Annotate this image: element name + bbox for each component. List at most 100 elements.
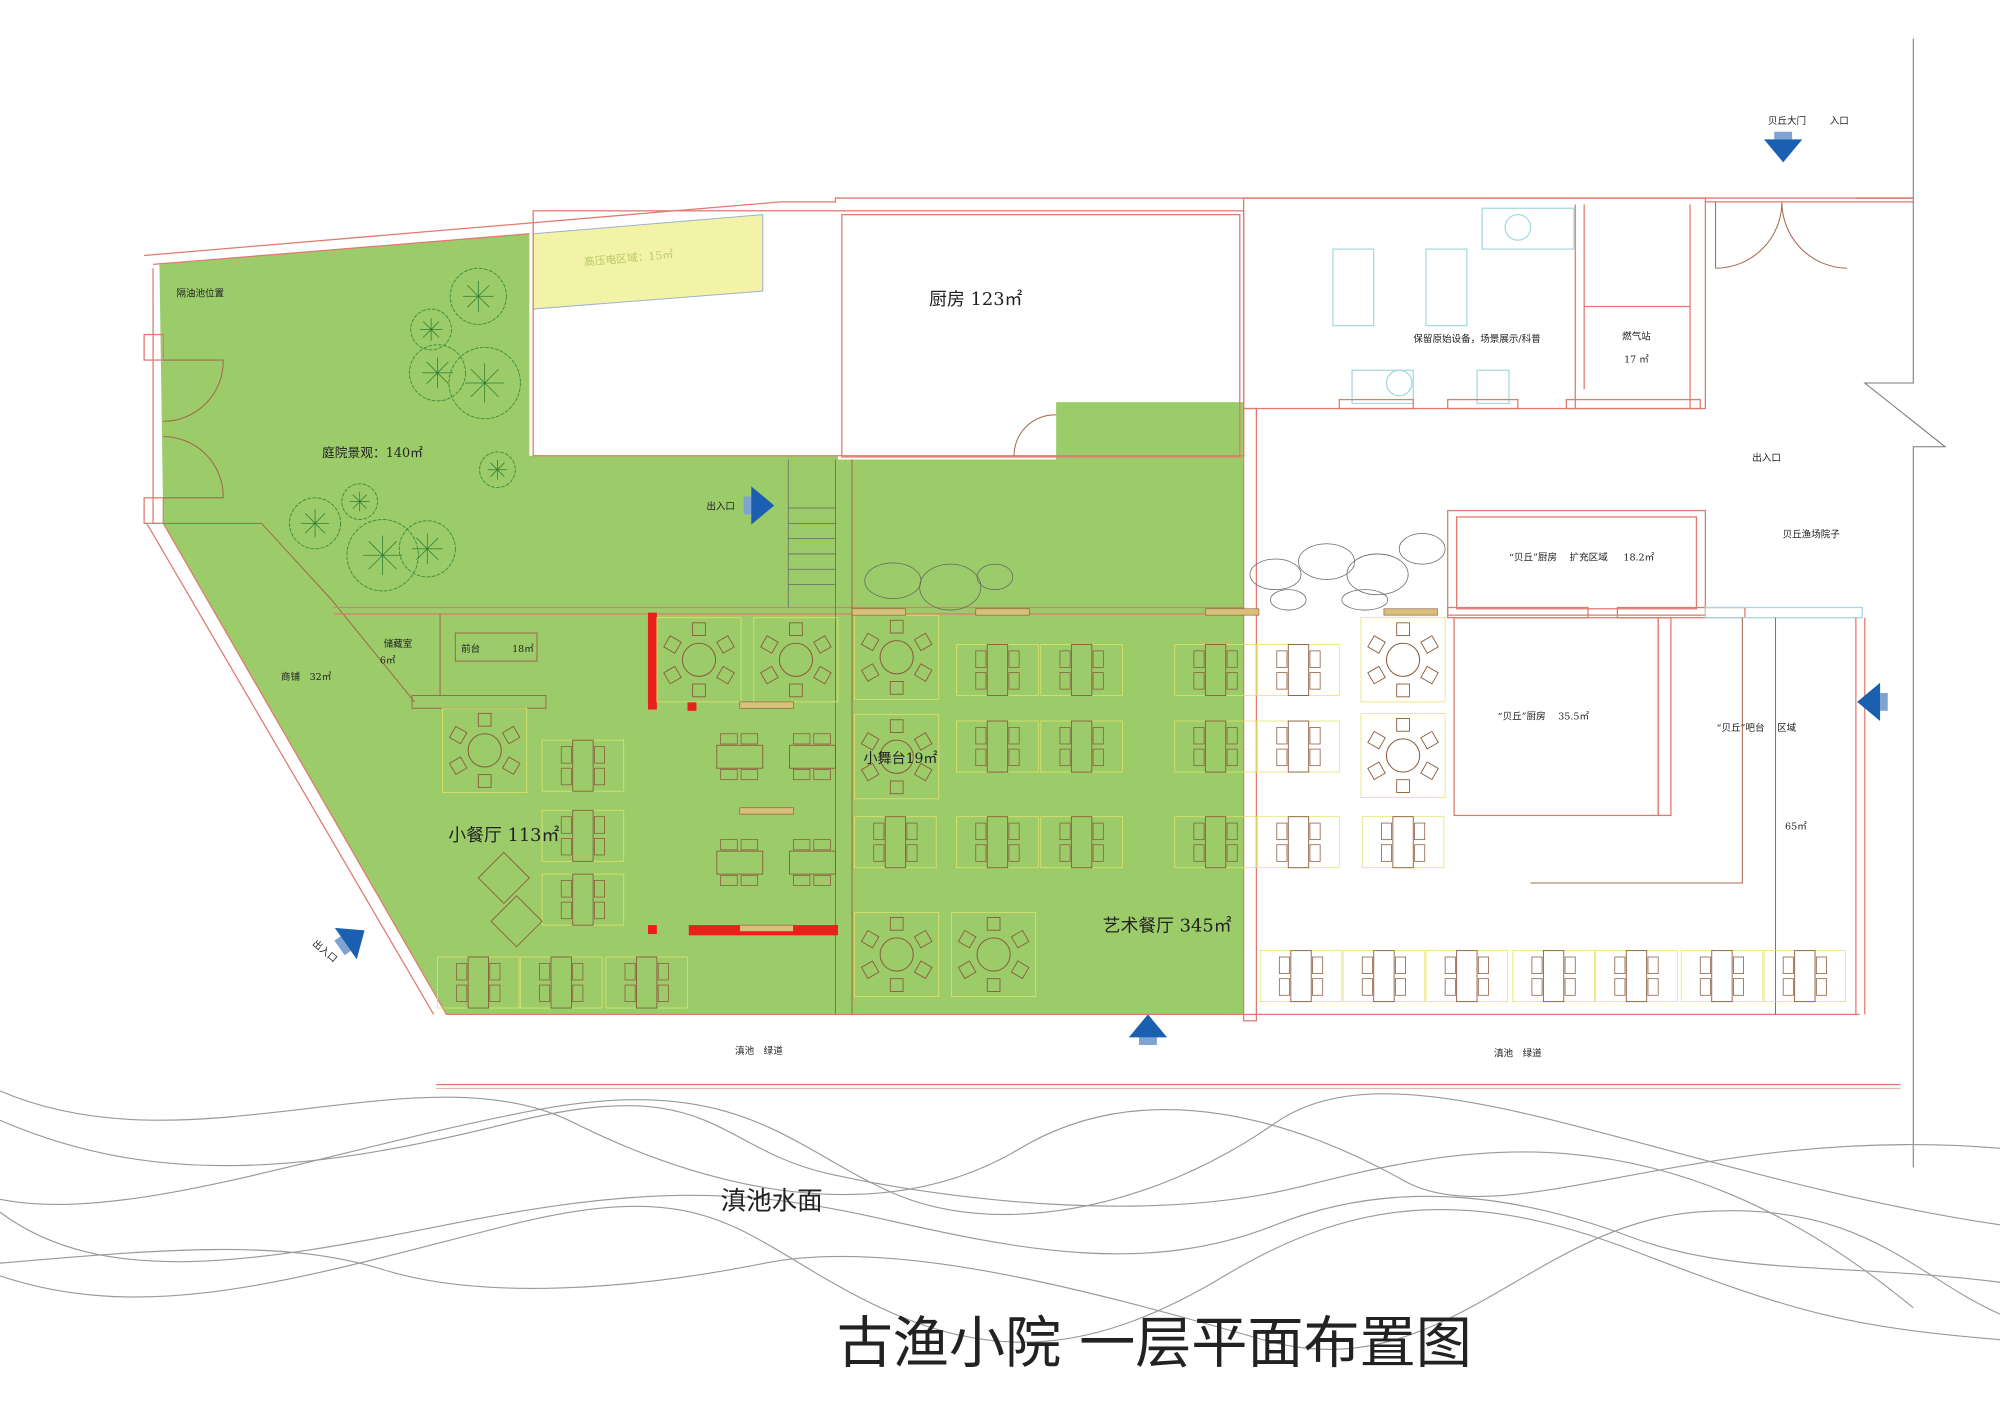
- dining-table: [541, 809, 625, 862]
- chair-icon: [1477, 978, 1489, 996]
- dining-table: [1174, 720, 1257, 773]
- chair-icon: [975, 844, 987, 862]
- chair-icon: [792, 874, 811, 886]
- table-zone: [1257, 816, 1340, 869]
- chair-icon: [813, 839, 831, 851]
- table-top: [1625, 950, 1648, 1003]
- chair-icon: [813, 635, 832, 654]
- table-zone: [1595, 950, 1678, 1003]
- chair-icon: [1010, 960, 1030, 980]
- chair-icon: [1309, 650, 1321, 668]
- tree-branch: [430, 321, 440, 330]
- table-zone: [1257, 644, 1340, 696]
- dining-table: [1257, 644, 1340, 696]
- chair-icon: [1361, 978, 1373, 996]
- table-zone: [1763, 950, 1847, 1003]
- table-top: [879, 739, 914, 774]
- table-top: [1204, 720, 1227, 773]
- chair-icon: [1276, 650, 1288, 668]
- tree-canopy: [449, 267, 507, 325]
- label-grease-trap: 隔油池位置: [176, 287, 224, 299]
- tree-branch: [352, 494, 360, 502]
- chair-icon: [1008, 822, 1020, 841]
- table-top: [1290, 950, 1312, 1003]
- dining-table: [1174, 644, 1257, 696]
- chair-icon: [560, 880, 572, 898]
- chair-icon: [1367, 665, 1386, 685]
- chair-icon: [1647, 956, 1659, 974]
- dining-table: [1425, 950, 1509, 1003]
- chair-icon: [1564, 978, 1576, 996]
- water-waves: [0, 1090, 2000, 1350]
- chair-icon: [501, 725, 521, 745]
- table-zone: [656, 617, 742, 703]
- table-top: [1204, 644, 1227, 696]
- table-top: [1711, 950, 1733, 1003]
- dining-table: [1174, 816, 1257, 869]
- table-zone: [442, 707, 528, 793]
- chair-icon: [1414, 822, 1426, 841]
- wave-line: [0, 1093, 2000, 1226]
- tree-branch: [490, 469, 498, 477]
- lawn-area: [159, 233, 1244, 1015]
- tree-icon: [449, 267, 507, 325]
- chair-icon: [975, 822, 987, 841]
- chair-icon: [1782, 978, 1794, 996]
- label-greenway-west: 滇池 绿道: [735, 1045, 783, 1057]
- tree-branch: [426, 361, 438, 374]
- chair-icon: [1226, 844, 1238, 862]
- chair-icon: [1312, 956, 1324, 974]
- chair-icon: [594, 816, 605, 834]
- tree-canopy: [410, 308, 452, 351]
- entrance-arrow-icon: [1128, 1014, 1168, 1046]
- chair-icon: [1059, 727, 1071, 745]
- chair-icon: [1420, 730, 1439, 750]
- table-top: [636, 956, 658, 1009]
- chair-icon: [1380, 844, 1392, 862]
- label-storage: 储藏室: [384, 638, 413, 650]
- four-seat-table: [789, 733, 836, 781]
- chair-icon: [889, 681, 904, 695]
- entrance-arrow-icon: [1764, 131, 1803, 163]
- chair-icon: [1276, 727, 1288, 745]
- chair-icon: [1309, 727, 1321, 745]
- pavilion-icon: [490, 895, 543, 948]
- chair-icon: [720, 839, 738, 851]
- chair-icon: [1367, 761, 1386, 781]
- chair-icon: [1276, 672, 1288, 690]
- chair-icon: [1420, 635, 1439, 654]
- chair-icon: [1008, 727, 1020, 745]
- table-top: [1070, 816, 1093, 869]
- chair-icon: [1361, 956, 1373, 974]
- chair-icon: [1815, 956, 1827, 974]
- chair-icon: [1059, 844, 1071, 862]
- dining-table: [854, 816, 937, 869]
- chair-icon: [1312, 978, 1324, 996]
- table-top: [716, 744, 764, 769]
- entrance-arrow-icon: [334, 927, 365, 960]
- chair-icon: [975, 748, 987, 767]
- tree-branch: [359, 501, 367, 509]
- tree-branch: [490, 462, 498, 471]
- table-top: [976, 937, 1011, 972]
- tree-branch: [422, 321, 432, 330]
- tree-branch: [422, 329, 432, 338]
- table-zone: [1512, 950, 1595, 1003]
- chair-icon: [720, 874, 738, 886]
- chair-icon: [663, 635, 682, 654]
- chair-icon: [501, 756, 521, 775]
- label-storage-area: 6㎡: [380, 656, 396, 667]
- chair-icon: [913, 632, 933, 652]
- pavilion-icon: [477, 851, 530, 905]
- chair-icon: [1420, 665, 1439, 685]
- table-zone: [1361, 816, 1445, 869]
- tree-branch: [416, 537, 428, 550]
- table-zone: [1425, 950, 1509, 1003]
- rock-icon: [919, 563, 982, 611]
- chair-icon: [1059, 650, 1071, 668]
- table-zone: [854, 714, 940, 800]
- chair-icon: [1380, 822, 1392, 841]
- table-top: [1070, 720, 1093, 773]
- chair-icon: [594, 746, 605, 764]
- chair-icon: [692, 622, 706, 637]
